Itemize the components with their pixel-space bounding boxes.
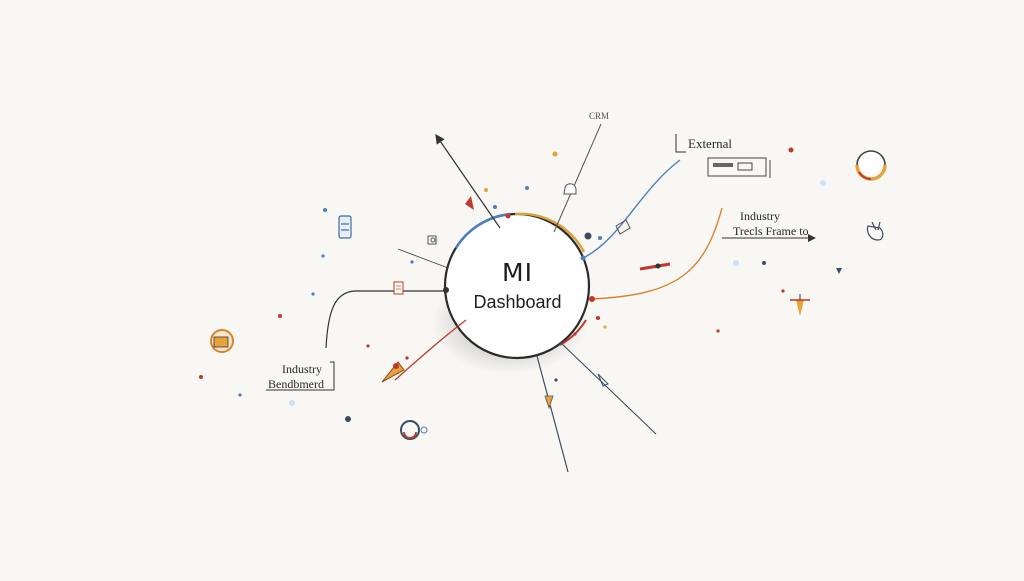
hub-node-left [443, 287, 449, 293]
hub-rim-blue [454, 212, 511, 249]
hub-node-right [589, 296, 595, 302]
document-icon[interactable] [393, 281, 404, 295]
label-industry-benchmark-line1: Industry [282, 362, 322, 376]
dog-icon[interactable] [866, 221, 884, 241]
hub-subtitle: Dashboard [473, 292, 562, 312]
external-bracket [675, 134, 686, 153]
connector-external [582, 159, 681, 259]
chart-card-icon[interactable] [707, 157, 771, 178]
label-industry-trends-line1: Industry [740, 209, 780, 223]
label-crm: CRM [589, 111, 610, 121]
hub-node-topright [580, 255, 586, 261]
star-figure-icon[interactable] [790, 294, 810, 316]
decorative-dots [199, 147, 842, 422]
database-icon[interactable] [338, 215, 352, 239]
connector-lower-left-red [394, 319, 467, 381]
cloud-icon[interactable] [563, 183, 577, 195]
hub-rim-gold [514, 212, 586, 253]
pen-icon[interactable] [544, 395, 554, 410]
connector-bottom-right [559, 341, 657, 435]
label-industry-benchmark-line2: Bendbmerd [268, 377, 324, 391]
connector-left-thin [397, 248, 449, 269]
connector-crm [553, 123, 602, 233]
benchmark-bracket [266, 361, 335, 391]
shield-icon[interactable] [465, 196, 474, 210]
rocket-icon[interactable] [381, 361, 405, 383]
pencil-icon[interactable] [639, 262, 671, 271]
hub-node-top [505, 213, 511, 219]
connector-bottom-right-arrowhead [597, 373, 609, 387]
connector-industry-benchmark [325, 290, 446, 349]
connector-industry-trends [591, 207, 723, 300]
hub-title: MI [502, 258, 533, 287]
ring-icon[interactable] [855, 150, 887, 181]
label-external: External [688, 136, 733, 151]
connector-bottom-long [536, 355, 569, 473]
puzzle-icon[interactable] [427, 235, 437, 245]
connector-top-arrow [435, 134, 501, 229]
gear-icon[interactable] [615, 219, 631, 235]
label-industry-trends-line2: Trecls Frame to [733, 224, 809, 238]
wheel-icon[interactable] [210, 329, 234, 353]
magnifier-icon[interactable] [400, 420, 428, 440]
